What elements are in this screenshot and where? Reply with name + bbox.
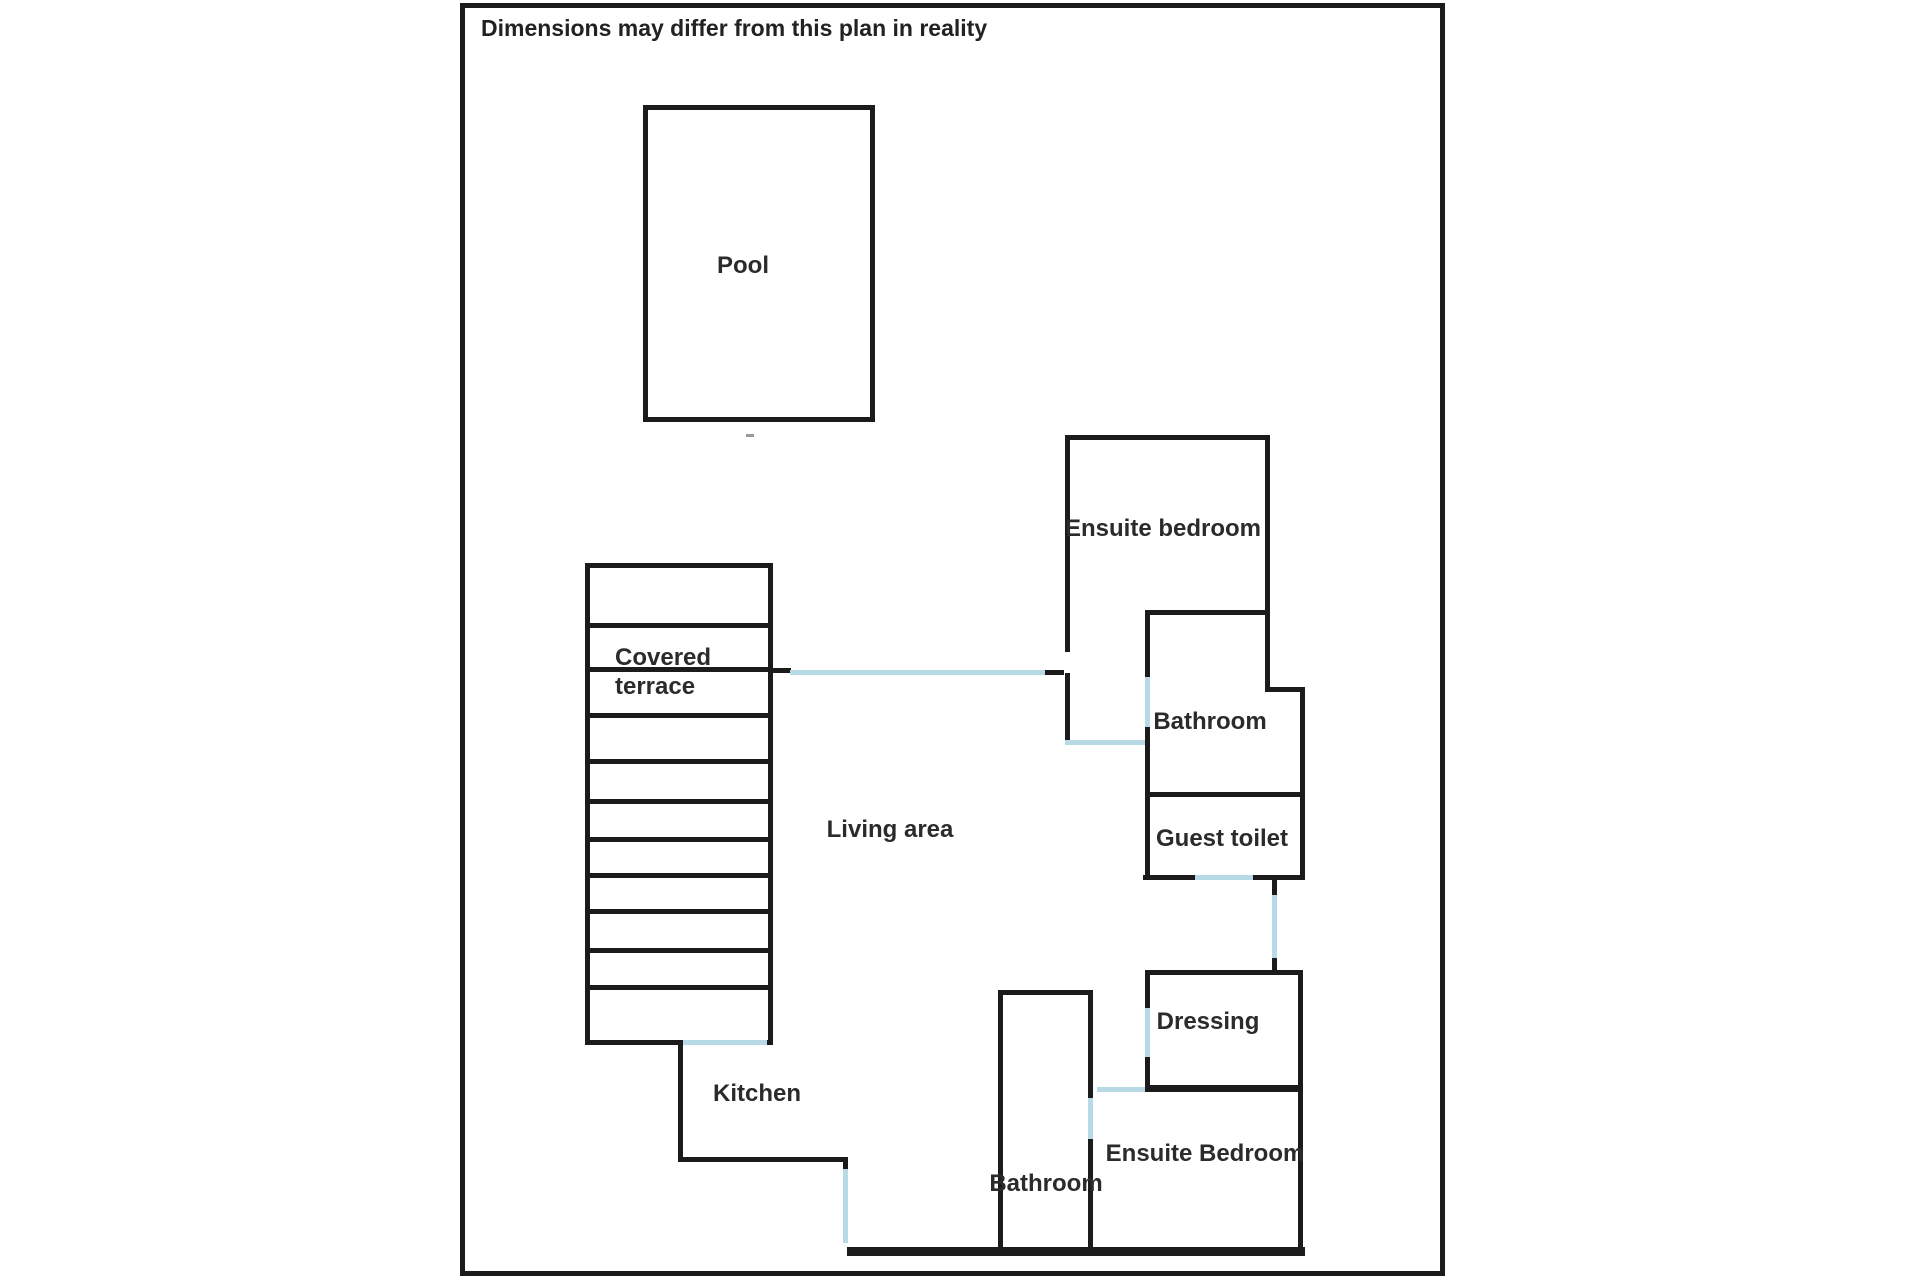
kitchen-glass-segment xyxy=(843,1169,848,1243)
bathroom-bottom-door-segment xyxy=(1088,1098,1093,1139)
kitchen-jamb xyxy=(843,1157,848,1169)
ensuite-top-wall-top xyxy=(1065,435,1270,440)
pool-label: Pool xyxy=(717,252,769,280)
terrace-step-line xyxy=(585,837,773,842)
kitchen-wall-bottom xyxy=(678,1157,848,1162)
bathroom-top-wall-right xyxy=(1300,687,1305,797)
dressing-label: Dressing xyxy=(1156,1008,1260,1036)
bathroom-top-label: Bathroom xyxy=(1153,708,1267,736)
terrace-step-line xyxy=(585,909,773,914)
corridor-jamb-top xyxy=(1272,880,1277,895)
bottom-exterior-wall xyxy=(847,1247,1305,1256)
bathroom-top-wall-left-upper xyxy=(1145,610,1150,677)
terrace-step-line xyxy=(585,948,773,953)
terrace-step-line xyxy=(585,799,773,804)
living-area-label: Living area xyxy=(826,816,954,844)
guest-toilet-wall-bottom-right xyxy=(1253,875,1305,880)
artifact-dot xyxy=(746,434,754,437)
terrace-step-line xyxy=(585,985,773,990)
guest-toilet-wall-right xyxy=(1300,797,1305,880)
kitchen-label: Kitchen xyxy=(712,1080,802,1108)
bathroom-top-wall-top xyxy=(1145,610,1270,615)
ensuite-top-label: Ensuite bedroom xyxy=(1064,515,1262,543)
terrace-step-line xyxy=(585,667,773,672)
bathroom-bottom-wall-right-lower xyxy=(1088,1139,1093,1247)
terrace-door-window-segment xyxy=(683,1040,767,1045)
guest-toilet-wall-bottom-left xyxy=(1143,875,1195,880)
corridor-glass-segment xyxy=(1272,895,1277,958)
ensuite-top-door-window-segment xyxy=(1065,740,1145,745)
bathroom-top-door-segment xyxy=(1145,677,1150,727)
door-jamb xyxy=(1045,670,1064,675)
bathroom-bottom-wall-left xyxy=(998,990,1003,1252)
terrace-step-line xyxy=(585,713,773,718)
ensuite-bottom-wall-top xyxy=(1145,1087,1303,1092)
ensuite-top-wall-left-lower xyxy=(1065,673,1070,742)
bathroom-top-step-horizontal xyxy=(1265,687,1305,692)
guest-toilet-wall-left xyxy=(1145,797,1150,880)
right-wing-wall-right xyxy=(1298,970,1303,1252)
dressing-door-segment xyxy=(1145,1008,1150,1057)
guest-toilet-door-segment xyxy=(1195,875,1253,880)
bathroom-bottom-wall-right-upper xyxy=(1088,990,1093,1098)
ensuite-bottom-label: Ensuite Bedroom xyxy=(1105,1140,1305,1168)
ensuite-top-wall-left-upper xyxy=(1065,435,1070,652)
terrace-step-line xyxy=(585,759,773,764)
terrace-label: Covered terrace xyxy=(615,644,712,700)
glass-wall-segment xyxy=(790,670,1045,675)
bathroom-bottom-label: Bathroom xyxy=(989,1170,1103,1198)
terrace-outline xyxy=(585,563,773,1045)
bathroom-bottom-wall-top xyxy=(998,990,1093,995)
pool-outline xyxy=(643,105,875,422)
plan-border xyxy=(460,3,1445,1276)
ensuite-bottom-door-segment xyxy=(1097,1087,1145,1092)
bathroom-top-wall-bottom xyxy=(1145,792,1305,797)
kitchen-wall-left xyxy=(678,1045,683,1157)
corridor-jamb-bottom xyxy=(1272,958,1277,972)
ensuite-top-wall-right xyxy=(1265,435,1270,692)
dressing-wall-left-upper xyxy=(1145,970,1150,1008)
door-jamb xyxy=(773,668,791,673)
dressing-wall-top xyxy=(1145,970,1303,975)
terrace-step-line xyxy=(585,623,773,628)
bathroom-top-wall-left-lower xyxy=(1145,727,1150,797)
disclaimer-text: Dimensions may differ from this plan in … xyxy=(481,15,988,41)
dressing-wall-left-lower xyxy=(1145,1057,1150,1090)
terrace-step-line xyxy=(585,873,773,878)
guest-toilet-label: Guest toilet xyxy=(1155,825,1289,853)
